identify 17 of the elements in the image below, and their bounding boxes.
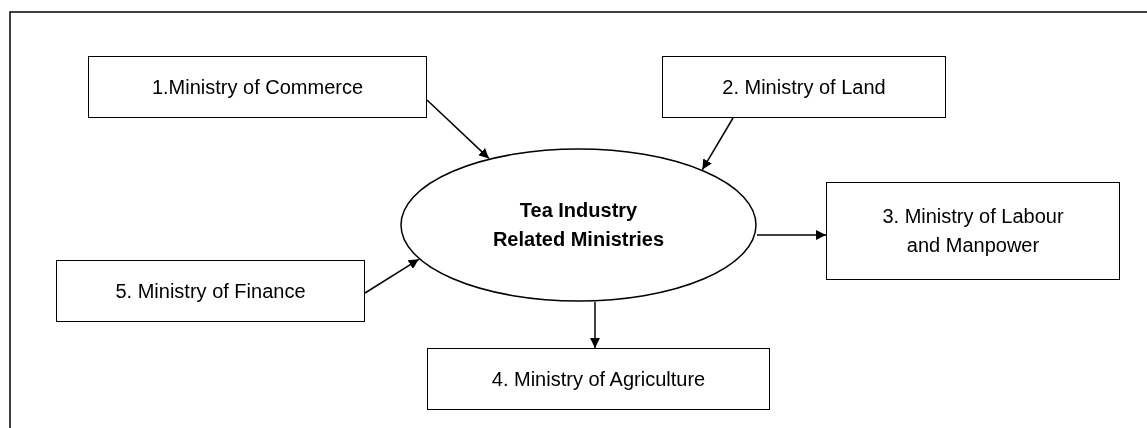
node-label: 1.Ministry of Commerce xyxy=(151,74,364,100)
arrow xyxy=(364,258,420,294)
arrow xyxy=(701,117,734,171)
node-label: 3. Ministry of Labour and Manpower xyxy=(881,204,1065,258)
ellipse-node xyxy=(400,148,757,302)
arrow xyxy=(590,301,600,349)
process-box xyxy=(427,348,770,410)
node-label: 5. Ministry of Finance xyxy=(115,278,306,304)
node-label: 4. Ministry of Agriculture xyxy=(491,366,706,392)
node-title: Tea Industry Related Ministries xyxy=(491,198,666,252)
arrow xyxy=(426,99,490,160)
process-box xyxy=(88,56,427,118)
process-box xyxy=(56,260,365,322)
process-box xyxy=(662,56,946,118)
process-box xyxy=(826,182,1120,280)
arrow xyxy=(756,230,827,240)
node-label: 2. Ministry of Land xyxy=(722,74,886,100)
